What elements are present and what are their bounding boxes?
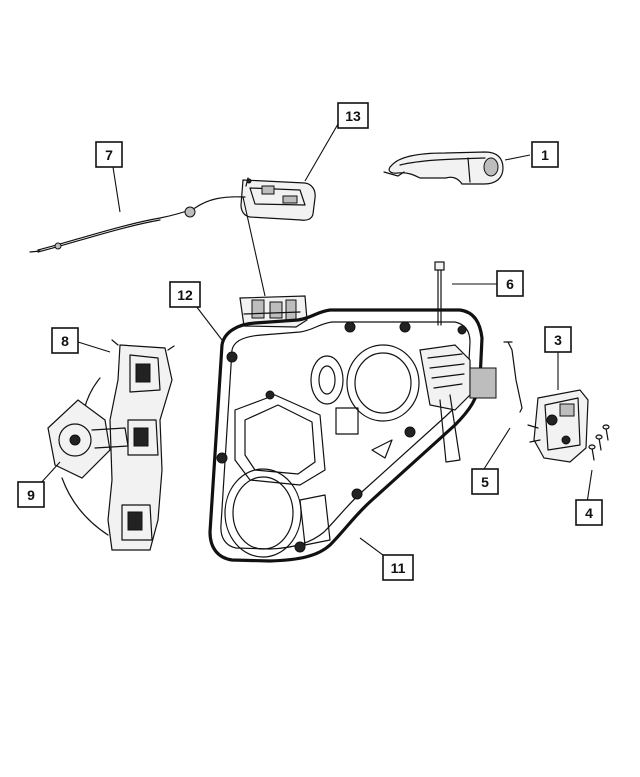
callout-7: 7 xyxy=(95,141,123,168)
release-cable-part xyxy=(29,196,246,253)
callout-9: 9 xyxy=(17,481,45,508)
link-rod-part xyxy=(503,341,523,413)
callout-6: 6 xyxy=(496,270,524,297)
lock-rod-part xyxy=(434,261,445,326)
callout-8: 8 xyxy=(51,327,79,354)
callout-12: 12 xyxy=(169,281,201,308)
latch-assembly-part xyxy=(527,389,589,463)
leader-lines xyxy=(39,123,593,556)
callout-3: 3 xyxy=(544,326,572,353)
callout-label: 4 xyxy=(585,505,593,521)
exterior-handle-part xyxy=(383,151,504,185)
callout-label: 5 xyxy=(481,474,489,490)
door-module-panel-part xyxy=(208,308,497,563)
callout-label: 3 xyxy=(554,332,562,348)
callout-label: 12 xyxy=(177,287,193,303)
callout-1: 1 xyxy=(531,141,559,168)
callout-4: 4 xyxy=(575,499,603,526)
callout-label: 8 xyxy=(61,333,69,349)
callout-label: 13 xyxy=(345,108,361,124)
callout-label: 6 xyxy=(506,276,514,292)
regulator-motor-part xyxy=(47,399,129,536)
window-regulator-part xyxy=(83,339,175,551)
callout-11: 11 xyxy=(382,554,414,581)
interior-handle-part xyxy=(240,177,316,221)
callout-label: 11 xyxy=(391,560,406,576)
screws-part xyxy=(588,424,610,461)
callout-5: 5 xyxy=(471,468,499,495)
callout-label: 9 xyxy=(27,487,35,503)
callout-label: 1 xyxy=(541,147,549,163)
callout-13: 13 xyxy=(337,102,369,129)
callout-label: 7 xyxy=(105,147,113,163)
